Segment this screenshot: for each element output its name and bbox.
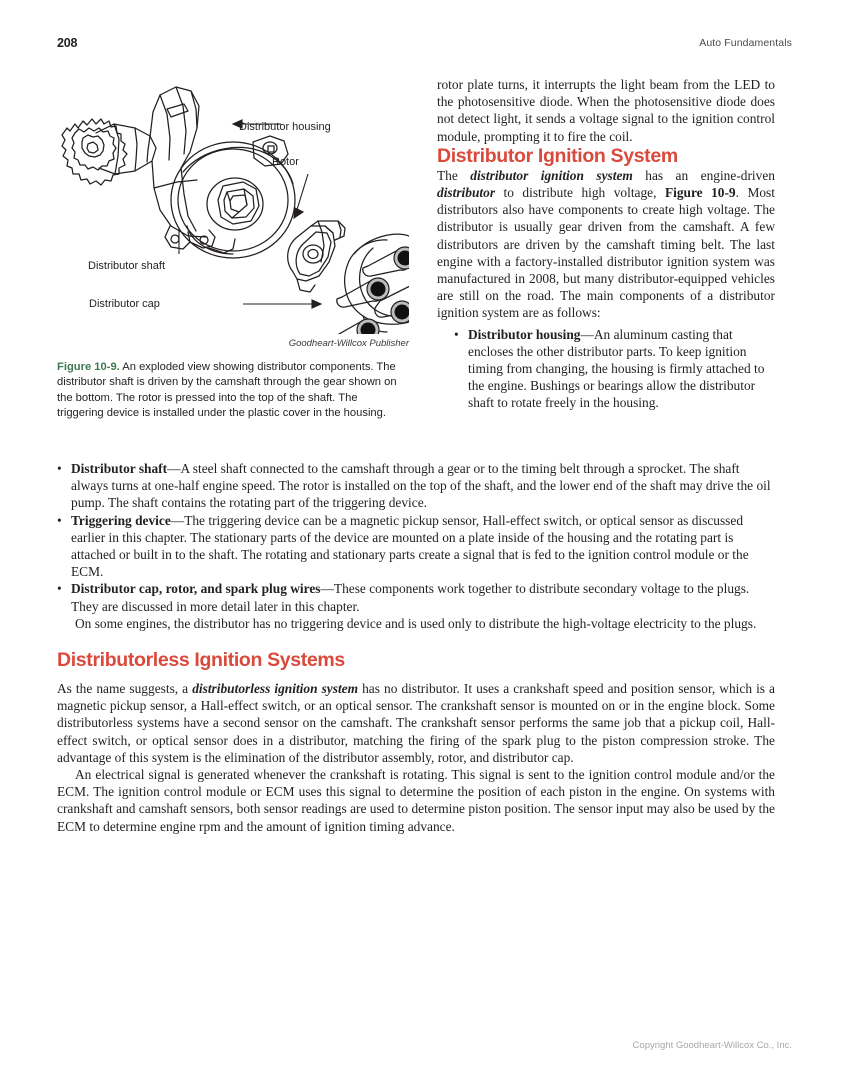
bullet-term: Distributor housing (468, 326, 581, 342)
intro-mid-1: has an engine-driven (632, 167, 775, 183)
list-item: Triggering device—The triggering device … (57, 512, 775, 581)
figure-reference: Figure 10-9 (664, 185, 736, 201)
para1-lead: As the name suggests, a (57, 681, 193, 697)
figure-label-distributor-housing: Distributor housing (239, 121, 331, 133)
intro-tail: . Most distributors also have components… (437, 185, 775, 321)
distributor-exploded-view-drawing (61, 86, 409, 334)
rotor-part-drawing (287, 220, 346, 293)
full-width-text-block: Distributor shaft—A steel shaft connecte… (57, 460, 775, 835)
figure-label-distributor-cap: Distributor cap (89, 298, 160, 310)
distributorless-section: Distributorless Ignition Systems As the … (57, 649, 775, 835)
cap-terminals (356, 246, 409, 334)
term-distributor: distributor (437, 185, 496, 201)
list-item: Distributor cap, rotor, and spark plug w… (57, 580, 775, 614)
figure-illustration: Distributor housing Rotor Distributor sh… (57, 76, 409, 334)
bullet-text: —These components work together to distr… (71, 581, 750, 614)
distributorless-paragraph-2: An electrical signal is generated whenev… (57, 767, 775, 834)
intro-lead: The (437, 167, 471, 183)
figure-caption-text: An exploded view showing distributor com… (57, 361, 397, 419)
figure-credit: Goodheart-Willcox Publisher (288, 338, 409, 349)
bullet-text: —An aluminum casting that encloses the o… (468, 326, 765, 411)
component-list-full: Distributor shaft—A steel shaft connecte… (57, 460, 775, 615)
drive-gear-icon (61, 118, 128, 186)
bullet-text: —A steel shaft connected to the camshaft… (71, 461, 771, 511)
figure-label-distributor-shaft: Distributor shaft (88, 260, 166, 272)
list-item: Distributor housing—An aluminum casting … (454, 326, 775, 412)
figure-caption: Figure 10-9. An exploded view showing di… (57, 360, 405, 421)
bullet-term: Triggering device (71, 512, 171, 528)
component-list-column: Distributor housing—An aluminum casting … (437, 326, 775, 412)
bullet-term: Distributor cap, rotor, and spark plug w… (71, 581, 321, 597)
continued-paragraph: rotor plate turns, it interrupts the lig… (437, 77, 775, 144)
left-column: Distributor housing Rotor Distributor sh… (57, 76, 409, 419)
figure-leader-lines (178, 119, 323, 309)
page-footer-copyright: Copyright Goodheart-Willcox Co., Inc. (632, 1040, 792, 1051)
heading-distributorless-ignition-systems: Distributorless Ignition Systems (57, 649, 345, 672)
bullet-text: —The triggering device can be a magnetic… (71, 512, 749, 580)
running-head: 208 Auto Fundamentals (0, 36, 849, 52)
page-number: 208 (57, 36, 78, 50)
running-head-title: Auto Fundamentals (699, 37, 792, 49)
figure-number: Figure 10-9. (57, 361, 120, 373)
term-distributorless-ignition-system: distributorless ignition system (192, 681, 359, 697)
distributor-closing-paragraph: On some engines, the distributor has no … (75, 615, 757, 631)
heading-distributor-ignition-system: Distributor Ignition System (437, 144, 678, 167)
intro-mid-2: to distribute high voltage, (495, 185, 665, 201)
distributor-intro-paragraph: The distributor ignition system has an e… (437, 167, 775, 322)
para1-tail: has no distributor. It uses a crankshaft… (57, 681, 775, 765)
term-distributor-ignition-system: distributor ignition system (470, 167, 633, 183)
distributorless-paragraph-1: As the name suggests, a distributorless … (57, 680, 775, 766)
figure-label-rotor: Rotor (272, 156, 299, 168)
list-item: Distributor shaft—A steel shaft connecte… (57, 460, 775, 512)
bullet-term: Distributor shaft (71, 461, 168, 476)
right-column: rotor plate turns, it interrupts the lig… (437, 76, 775, 412)
